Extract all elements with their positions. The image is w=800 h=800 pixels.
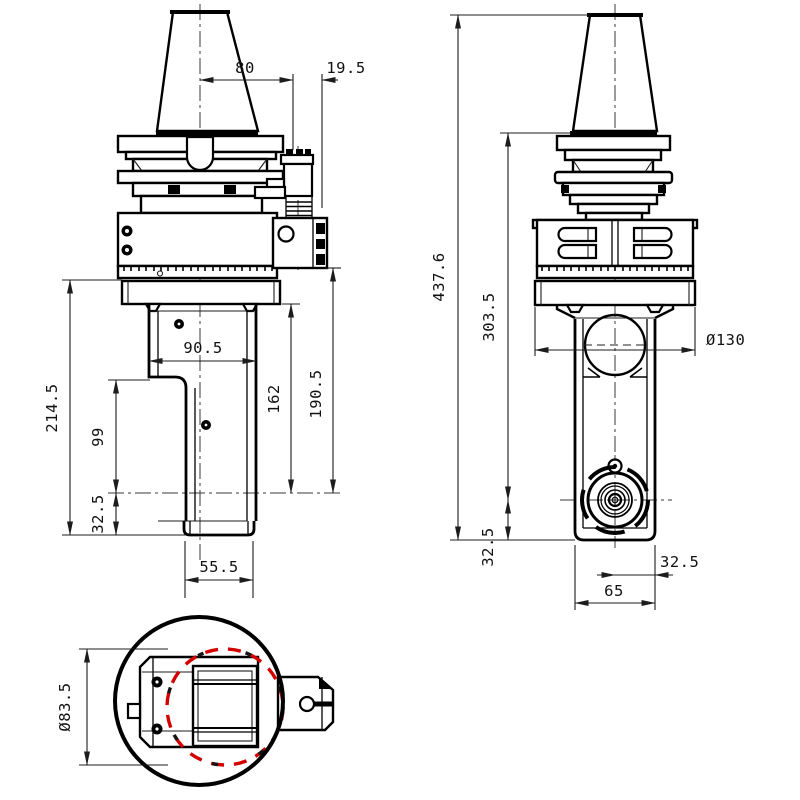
front-v-flange [116, 134, 285, 215]
dim-65-label: 65 [604, 582, 624, 600]
bottom-head-body [126, 655, 260, 749]
wrench-slot [632, 226, 673, 243]
side-swivel-body [531, 218, 699, 268]
side-spindle-face [580, 465, 650, 535]
front-dimensions: 80 19.5 214.5 99 32.5 90.5 162 190.5 55.… [43, 59, 365, 598]
side-view: 437.6 303.5 32.5 Ø130 32.5 65 [430, 4, 745, 610]
stop-block-assembly [253, 149, 329, 270]
dim-32-5-side-h-label: 32.5 [660, 553, 699, 571]
dim-99-label: 99 [89, 427, 107, 447]
spindle-housing-plan [191, 664, 259, 748]
dim-130-label: Ø130 [706, 331, 745, 349]
drive-keyway-notch [185, 135, 215, 172]
wrench-slot [557, 226, 598, 243]
locating-key [126, 702, 142, 720]
side-taper-shank [570, 13, 659, 136]
stop-spring-bellows [286, 201, 312, 217]
dim-32-5-side-v-label: 32.5 [479, 527, 497, 566]
dim-190-5-label: 190.5 [307, 369, 325, 418]
dim-90-5-label: 90.5 [183, 339, 222, 357]
dim-162-label: 162 [265, 384, 283, 414]
dim-55-5-label: 55.5 [199, 558, 238, 576]
detail-view-circle [113, 615, 285, 787]
side-dimensions: 437.6 303.5 32.5 Ø130 32.5 65 [430, 14, 745, 610]
side-scale-ring [535, 264, 695, 280]
wrench-slot [557, 243, 598, 260]
front-swivel-body [116, 211, 279, 268]
side-mount-flange [533, 279, 697, 314]
dim-214-5-label: 214.5 [43, 383, 61, 432]
front-scale-ring [116, 264, 279, 280]
dim-303-5-label: 303.5 [480, 292, 498, 341]
wrench-slot [632, 243, 673, 260]
dim-437-6-label: 437.6 [430, 252, 448, 301]
bottom-view: Ø83.5 [56, 615, 335, 787]
stop-pin-hole [298, 695, 316, 713]
spindle-nose-cap [182, 521, 256, 537]
bottom-stop-bracket [276, 675, 335, 732]
bottom-dimensions: Ø83.5 [56, 648, 168, 766]
scale-index-mark [156, 270, 164, 277]
side-v-flange [553, 134, 674, 222]
dim-83-5-label: Ø83.5 [56, 682, 74, 731]
front-spindle-arm [147, 304, 258, 537]
dim-19-5-label: 19.5 [326, 59, 365, 77]
front-taper-shank [155, 10, 260, 136]
dim-80-label: 80 [235, 59, 255, 77]
front-view: 80 19.5 214.5 99 32.5 90.5 162 190.5 55.… [43, 4, 365, 598]
dim-32-5-front-label: 32.5 [89, 494, 107, 533]
stop-block-hole [277, 225, 295, 243]
front-mount-flange [120, 279, 282, 313]
